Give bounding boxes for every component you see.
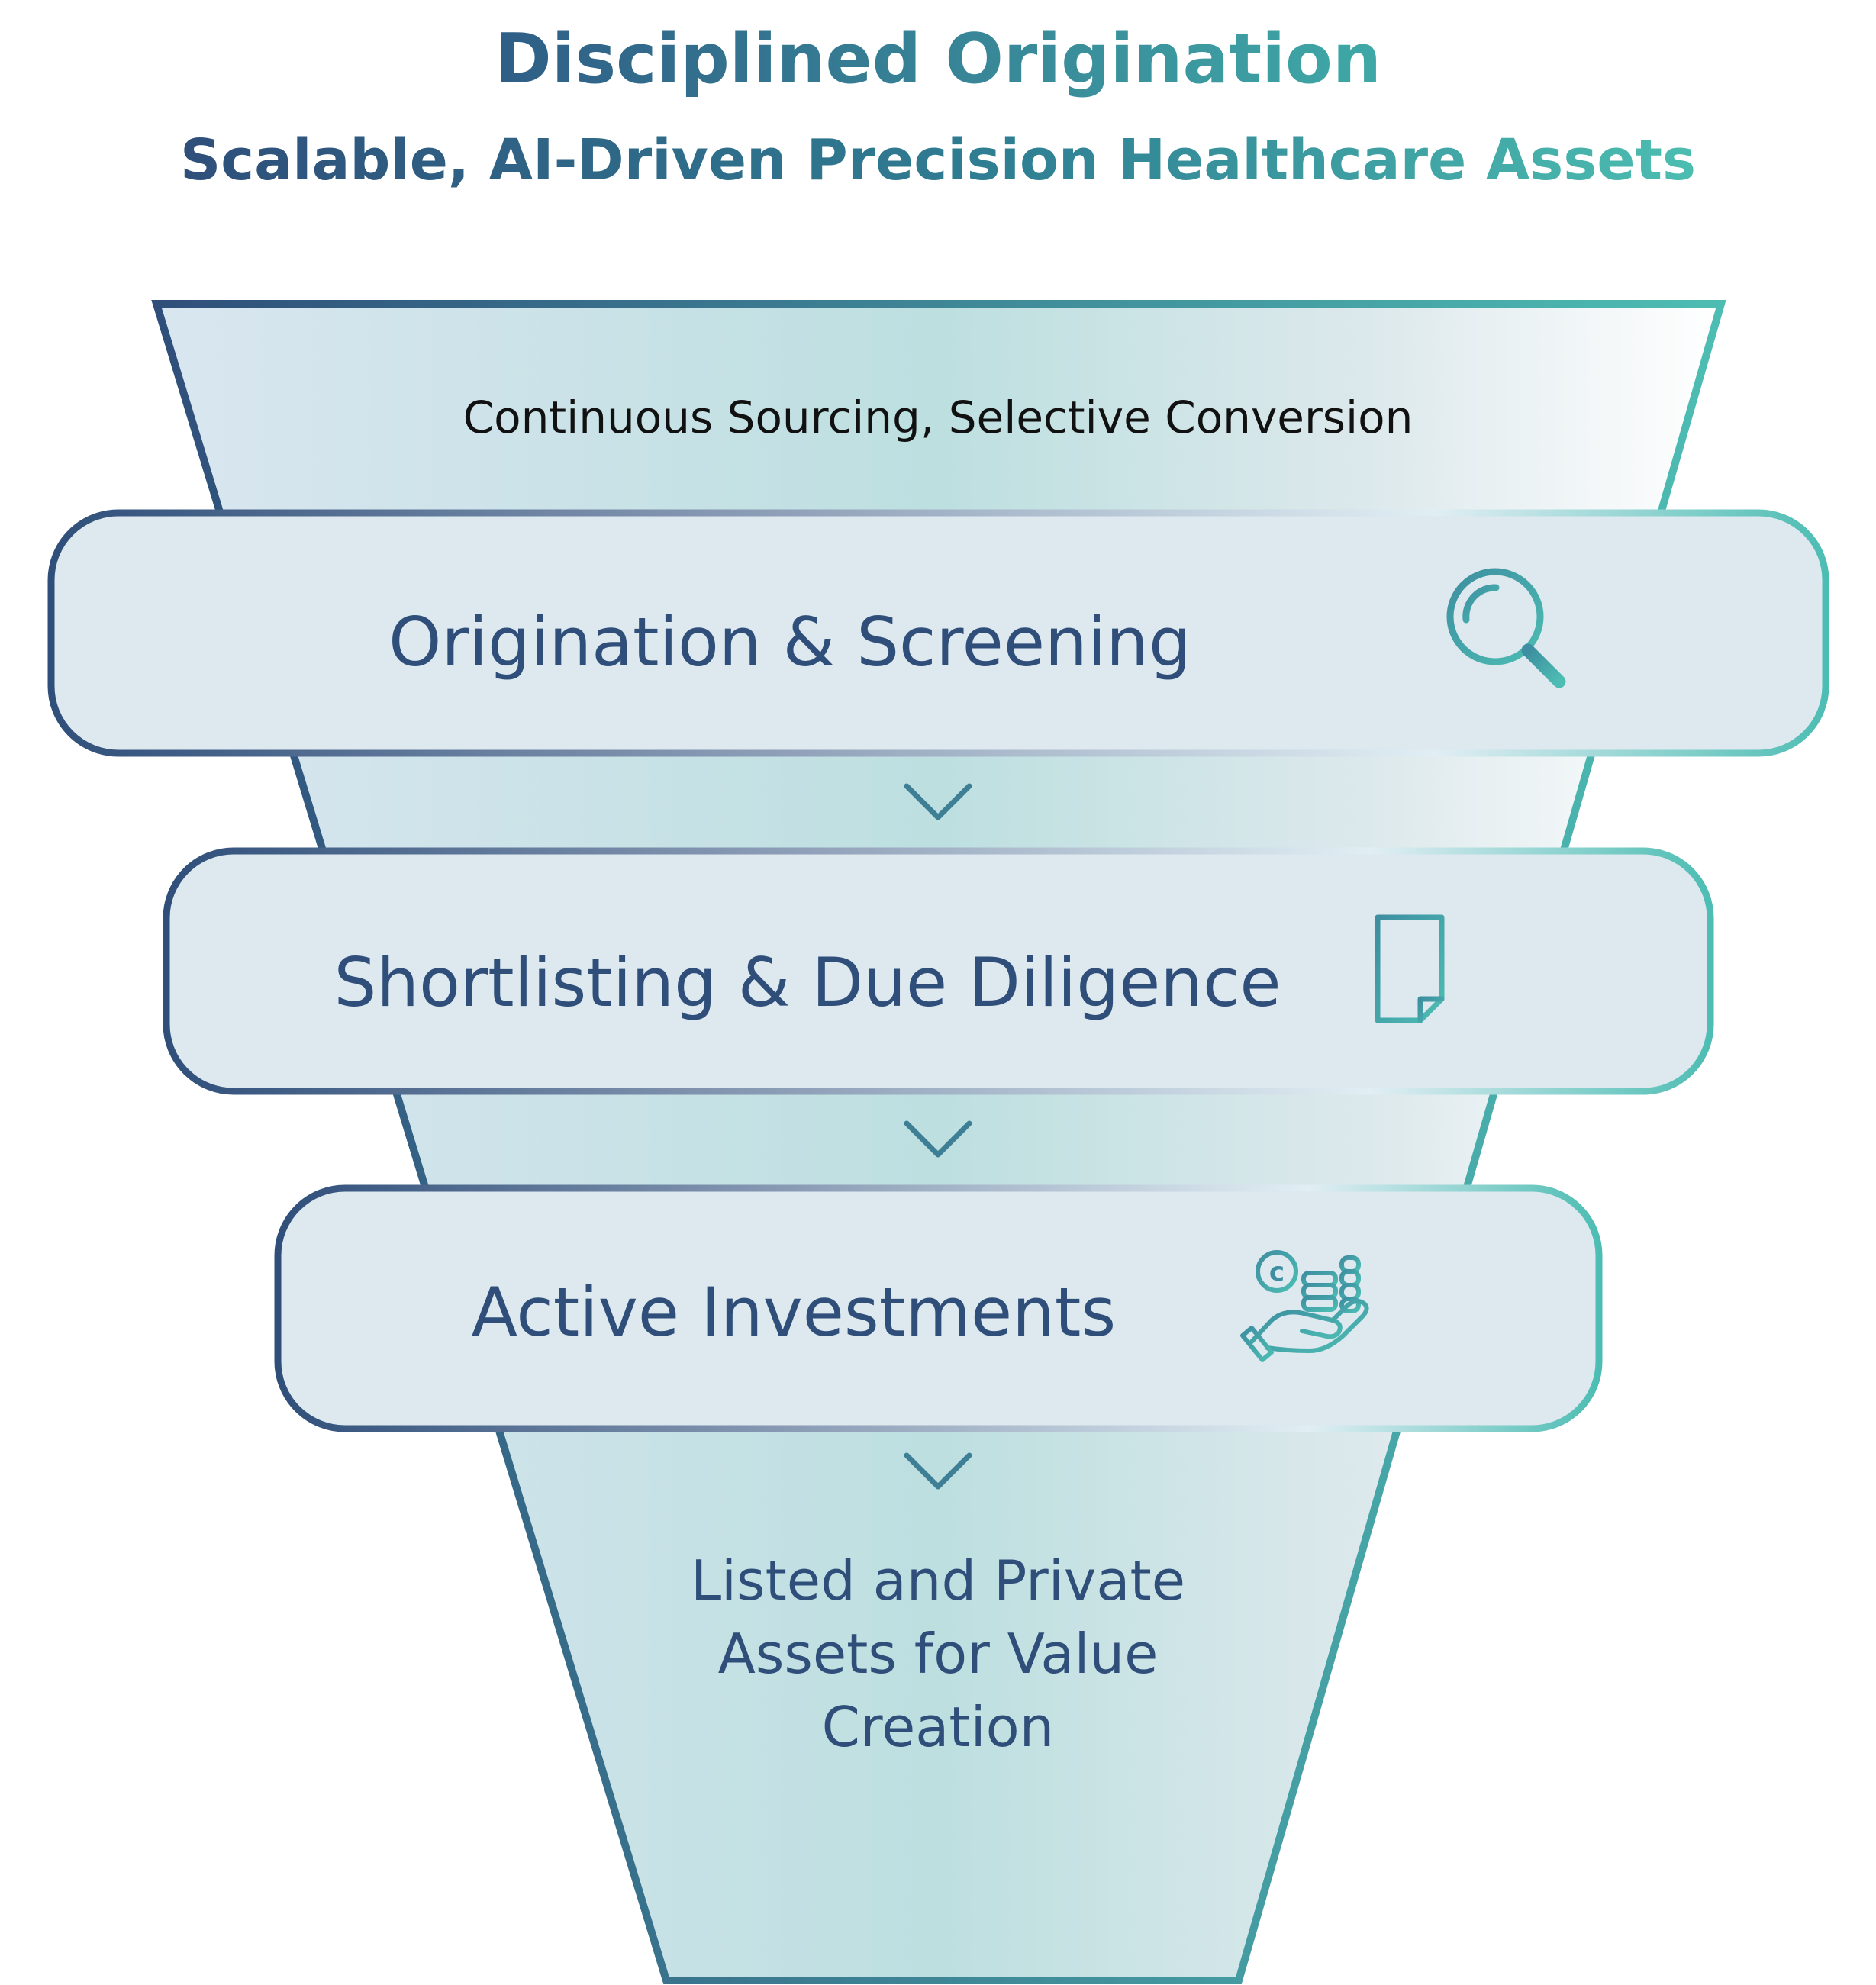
stage-label: Origination & Screening (388, 603, 1191, 682)
chevron-down-icon (904, 1452, 972, 1490)
stage-label: Active Investments (472, 1273, 1116, 1352)
page-subtitle: Scalable, AI-Driven Precision Healthcare… (180, 127, 1696, 193)
hand-holding-coins-icon: c (1240, 1250, 1369, 1362)
document-icon (1375, 914, 1445, 1023)
outcome-line: Listed and Private (691, 1548, 1185, 1613)
svg-text:c: c (1269, 1257, 1285, 1287)
outcome-line: Creation (822, 1695, 1055, 1759)
stage-origination-screening: Origination & Screening (47, 509, 1829, 757)
stage-active-investments: Active Investments c (274, 1184, 1603, 1432)
stage-shortlisting-due-diligence: Shortlisting & Due Diligence (163, 847, 1714, 1095)
page-title: Disciplined Origination (495, 19, 1381, 99)
chevron-down-icon (904, 783, 972, 820)
stage-label: Shortlisting & Due Diligence (334, 943, 1281, 1022)
funnel-outcome: Listed and Private Assets for Value Crea… (691, 1548, 1185, 1759)
chevron-down-icon (904, 1120, 972, 1158)
magnifying-glass-icon (1446, 568, 1566, 688)
funnel-top-note: Continuous Sourcing, Selective Conversio… (463, 392, 1413, 443)
outcome-line: Assets for Value (718, 1622, 1159, 1686)
